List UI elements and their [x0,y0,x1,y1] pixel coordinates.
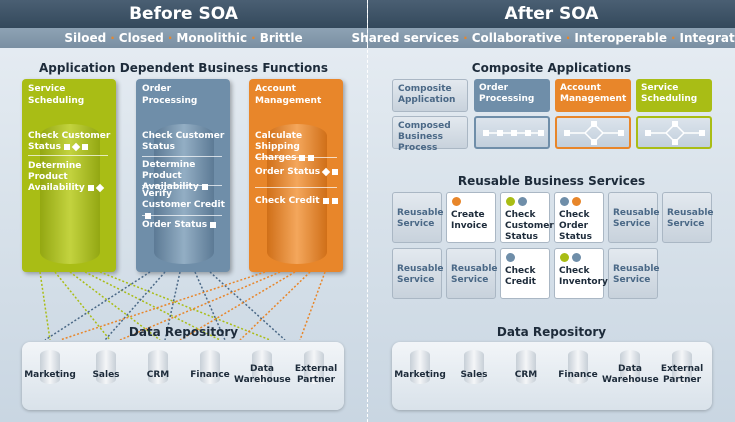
database-icon [252,350,272,384]
service-check-customer-status: Check Customer Status [500,192,554,243]
tagline-item: Monolithic [176,31,248,45]
function-column-account-management: Account Management Calculate Shipping Ch… [249,79,343,272]
repo-crm: CRM [514,370,538,380]
repo-data-warehouse: Data Warehouse [602,364,659,385]
status-dot [560,197,569,206]
function-item: Verify Customer Credit [142,189,230,222]
process-flow-orange [555,116,631,149]
cylinder [267,124,327,264]
reusable-service: Reusable Service [662,192,714,243]
repo-marketing: Marketing [394,370,446,380]
reusable-service: Reusable Service [446,248,498,299]
reusable-service: Reusable Service [608,248,660,299]
repo-external-partner: External Partner [660,364,704,385]
composite-apps-title: Composite Applications [471,61,632,75]
after-soa-title: After SOA [504,4,599,24]
function-item: Determine Product Availability [28,161,116,194]
flow-icon [483,130,544,136]
database-icon [148,350,168,384]
service-check-credit: Check Credit [500,248,550,299]
service-check-inventory: Check Inventory [554,248,608,299]
cylinder [40,124,100,264]
process-flow-blue [474,116,550,149]
function-item: Order Status [255,167,339,178]
status-dot [518,197,527,206]
status-dot [560,253,569,262]
database-icon [464,350,484,384]
function-column-order-processing: Order Processing Check Customer Status D… [136,79,230,272]
order-processing-tile: Order Processing [474,79,550,112]
cylinder [154,124,214,264]
repo-finance: Finance [558,370,598,380]
repo-sales: Sales [92,370,120,380]
database-icon [304,350,324,384]
business-functions-title: Application Dependent Business Functions [39,61,328,75]
repo-marketing: Marketing [24,370,76,380]
center-divider [367,0,368,422]
tagline-item: Closed [118,31,164,45]
status-dot [452,197,461,206]
before-soa-title: Before SOA [129,4,238,24]
database-icon [40,350,60,384]
reusable-service: Reusable Service [608,192,660,243]
database-icon [200,350,220,384]
left-repo-title: Data Repository [128,325,239,339]
connection-lines [39,271,326,340]
service-scheduling-tile: Service Scheduling [636,79,712,112]
function-item: Check Customer Status [142,131,225,152]
tagline-item: Interoperable [574,31,667,45]
column-title: Account Management [255,84,322,106]
status-dot [506,253,515,262]
tagline-item: Shared services [351,31,460,45]
function-item: Check Customer Status [28,131,111,152]
column-title: Service Scheduling [28,84,85,106]
repo-crm: CRM [146,370,170,380]
function-item: Calculate Shipping Charges [255,131,343,164]
right-data-repository: Marketing Sales CRM Finance Data Warehou… [392,342,712,410]
before-soa-header: Before SOA [0,0,367,28]
business-services-title: Reusable Business Services [457,174,646,188]
repo-sales: Sales [460,370,488,380]
reusable-service: Reusable Service [392,192,444,243]
right-repo-title: Data Repository [496,325,607,339]
service-create-invoice: Create Invoice [446,192,496,243]
database-icon [672,350,692,384]
tagline-item: Collaborative [471,31,562,45]
repo-external-partner: External Partner [294,364,338,385]
left-data-repository: Marketing Sales CRM Finance Data Warehou… [22,342,344,410]
service-check-order-status: Check Order Status [554,192,604,243]
repo-data-warehouse: Data Warehouse [234,364,291,385]
account-management-tile: Account Management [555,79,631,112]
database-icon [516,350,536,384]
database-icon [568,350,588,384]
tagline-item: Integrated [679,31,735,45]
column-title: Order Processing [142,84,198,106]
database-icon [620,350,640,384]
after-soa-tagline: Shared services· Collaborative· Interope… [352,28,735,48]
repo-finance: Finance [190,370,230,380]
process-flow-green [636,116,712,149]
reusable-service: Reusable Service [392,248,444,299]
status-dot [572,197,581,206]
flow-icon [564,121,624,145]
function-item: Check Credit [255,196,338,207]
database-icon [410,350,430,384]
status-dot [572,253,581,262]
function-item: Order Status [142,220,217,231]
flow-icon [645,121,705,145]
function-column-service-scheduling: Service Scheduling Check Customer Status… [22,79,116,272]
tagline-item: Siloed [64,31,107,45]
status-dot [506,197,515,206]
after-soa-header: After SOA [368,0,735,28]
composed-process-tile: Composed Business Process [392,116,468,153]
function-item: Determine Product Availability [142,160,230,193]
composite-application-tile: Composite Application [392,79,468,112]
tagline-item: Brittle [259,31,303,45]
database-icon [96,350,116,384]
before-soa-tagline: Siloed· Closed· Monolithic· Brittle [0,28,367,48]
